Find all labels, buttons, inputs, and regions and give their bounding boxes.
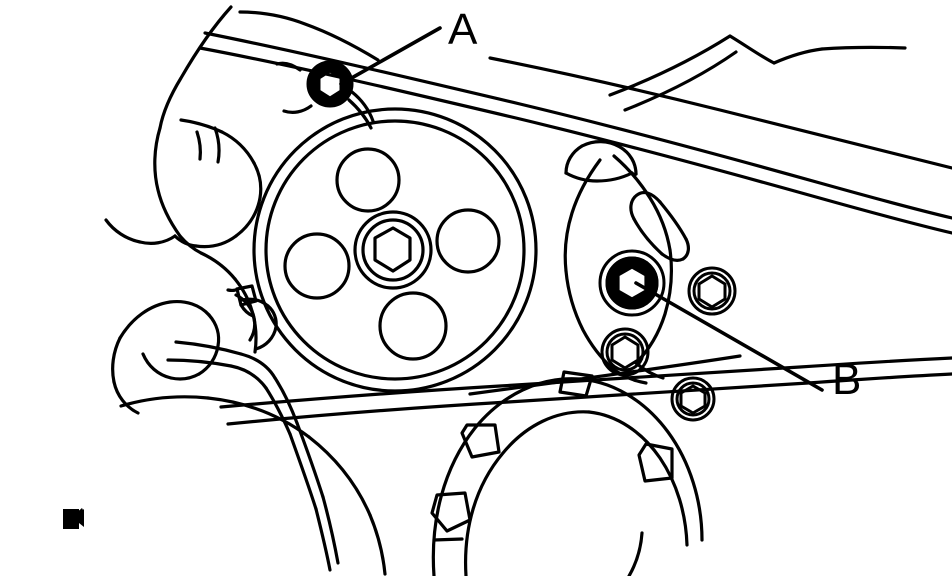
callout-label-b: B bbox=[832, 355, 862, 404]
bolt-a-head bbox=[306, 60, 354, 108]
crankshaft-damper-arc bbox=[430, 370, 704, 576]
bolt-b-head bbox=[605, 256, 659, 310]
leader-line-a bbox=[339, 26, 442, 86]
hose-connector bbox=[234, 293, 257, 342]
camera-glyph-icon bbox=[63, 508, 84, 529]
callout-label-a: A bbox=[448, 5, 478, 54]
drive-belt bbox=[198, 31, 952, 426]
adjuster-bracket bbox=[563, 154, 737, 422]
idler-pulley bbox=[564, 140, 638, 183]
leader-line-b bbox=[634, 281, 824, 392]
power-steering-pump-pulley bbox=[252, 107, 538, 393]
coolant-hose-lower-left bbox=[111, 284, 387, 576]
callout-leader-lines bbox=[339, 26, 824, 392]
